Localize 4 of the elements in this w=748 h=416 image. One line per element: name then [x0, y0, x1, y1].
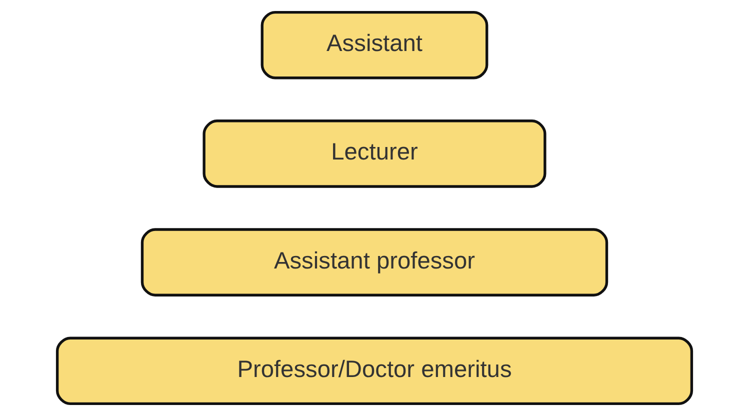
node-box: Assistant professor — [140, 228, 608, 296]
node-box: Assistant — [260, 10, 488, 80]
node-box: Lecturer — [202, 120, 546, 188]
node-box: Professor/Doctor emeritus — [55, 336, 693, 406]
